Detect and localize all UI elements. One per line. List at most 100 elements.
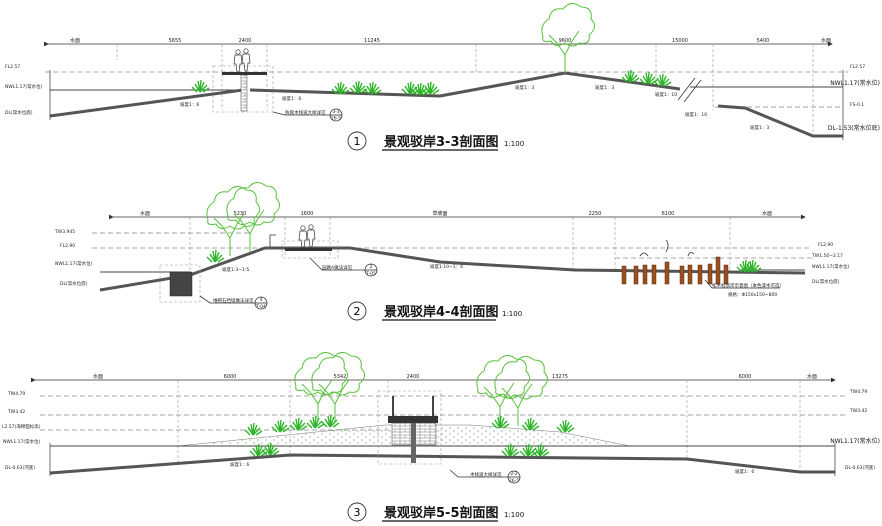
drawing-path bbox=[717, 104, 843, 138]
drawing-label: 2 bbox=[354, 305, 361, 318]
drawing-rect bbox=[285, 248, 332, 251]
drawing-label: 草坡面 bbox=[432, 210, 447, 217]
drawing-label: TW4.79 bbox=[849, 389, 867, 395]
drawing-rect bbox=[377, 390, 442, 465]
drawing-rect bbox=[697, 264, 703, 285]
drawing-label: 园路A做法详见 bbox=[322, 264, 353, 271]
drawing-path bbox=[309, 257, 365, 271]
drawing-label: 坡度1：10 bbox=[685, 111, 707, 118]
drawing-label: 5342 bbox=[334, 374, 347, 380]
drawing-symbol bbox=[521, 417, 540, 431]
drawing-rect bbox=[633, 265, 639, 285]
drawing-label: FS-0.1 bbox=[850, 102, 864, 108]
drawing-rect bbox=[212, 65, 274, 113]
drawing-path bbox=[392, 396, 434, 416]
drawing-label: 4 bbox=[260, 297, 263, 303]
drawing-path bbox=[199, 295, 255, 304]
detail-callout: 防腐木栈道大样详见 bbox=[285, 109, 326, 116]
drawing-symbol bbox=[206, 249, 225, 263]
drawing-label: 5655 bbox=[169, 38, 182, 44]
drawing-label: 26-5 bbox=[509, 478, 519, 484]
drawing-label: 坡度1:3~1:5 bbox=[222, 266, 249, 273]
drawing-label: FL2.90 bbox=[60, 243, 75, 249]
drawing-label: TW3.945 bbox=[54, 229, 75, 235]
drawing-group bbox=[116, 44, 814, 137]
boardwalk-pile bbox=[240, 74, 248, 112]
drawing-label: 坡度1:10~1：6 bbox=[430, 263, 463, 270]
drawing-symbol bbox=[476, 354, 531, 426]
drawing-label: 景观驳岸4-4剖面图 bbox=[384, 304, 499, 320]
drawing-label: 松木桩驳岸示意图（本色漆木可选） bbox=[712, 282, 784, 289]
drawing-label: 木栈道大样详见 bbox=[470, 471, 502, 478]
drawing-label: NWL1.17(常水位) bbox=[3, 438, 41, 445]
drawing-symbol bbox=[321, 414, 340, 428]
drawing-symbol bbox=[311, 351, 366, 423]
drawing-label: 规格：Φ150x150~800 bbox=[728, 291, 777, 298]
drawing-rect bbox=[723, 264, 729, 285]
right-levels: FL2.57 NWL1.17(常水位) FS-0.1 DL-1.53(常水位底) bbox=[828, 64, 880, 132]
drawing-circle bbox=[347, 301, 367, 321]
drawing-label: 坡度1：3 bbox=[750, 124, 769, 131]
drawing-rect bbox=[664, 261, 670, 285]
drawing-label: 水面 bbox=[762, 210, 772, 217]
drawing-label: 5400 bbox=[757, 38, 770, 44]
drawing-label: 水面 bbox=[821, 37, 831, 44]
drawing-label: 水面 bbox=[93, 373, 103, 380]
drawing-label: 3-3 bbox=[332, 109, 339, 115]
drawing-symbol bbox=[289, 417, 308, 431]
drawing-label: 11245 bbox=[364, 38, 380, 44]
drawing-label: 水面 bbox=[70, 37, 80, 44]
timber-piles bbox=[621, 239, 729, 285]
drawing-label: 6000 bbox=[739, 374, 752, 380]
drawing-symbol bbox=[244, 422, 263, 436]
drawing-label: NWL1.17(常水位) bbox=[830, 437, 880, 445]
drawing-label: DL-1.53(常水位底) bbox=[828, 124, 880, 132]
drawing-label: 5230 bbox=[234, 211, 247, 217]
drawing-label: 坡度1：3 bbox=[515, 84, 534, 91]
drawing-path bbox=[269, 234, 276, 247]
drawing-label: 2400 bbox=[407, 374, 420, 380]
drawing-label: 堆砌石挡墙做法详见 bbox=[213, 297, 254, 304]
drawing-symbol bbox=[271, 419, 290, 433]
drawing-symbol bbox=[241, 48, 251, 72]
drawing-label: 13275 bbox=[552, 374, 568, 380]
drawing-label: 6100 bbox=[662, 211, 675, 217]
drawing-label: DL-0.63(河底) bbox=[5, 464, 35, 471]
drawing-label: 15000 bbox=[672, 38, 688, 44]
drawing-path bbox=[449, 469, 508, 478]
drawing-label: 坡度1：6 bbox=[735, 468, 754, 475]
drawing-label: 水面 bbox=[140, 210, 150, 217]
drawing-rect bbox=[715, 256, 721, 285]
drawing-symbol bbox=[294, 351, 349, 423]
drawing-label: DL(常水位底) bbox=[812, 278, 840, 285]
drawing-symbol bbox=[306, 224, 316, 248]
drawing-path bbox=[49, 453, 835, 475]
drawing-symbol bbox=[363, 81, 382, 95]
drawing-label: T-04 bbox=[255, 304, 266, 310]
drawing-label: 坡度1：6 bbox=[282, 95, 301, 102]
drawing-label: 2-2 bbox=[510, 471, 517, 477]
section-title: 景观驳岸3-3剖面图 bbox=[384, 134, 499, 150]
ground-profile bbox=[49, 71, 681, 118]
drawing-rect bbox=[651, 264, 657, 285]
drawing-label: 1 bbox=[354, 135, 361, 148]
drawing-label: T-05 bbox=[365, 271, 376, 277]
drawing-label: 1:100 bbox=[502, 310, 522, 318]
drawing-symbol bbox=[191, 79, 210, 93]
drawing-symbol bbox=[491, 415, 510, 429]
drawing-group: TW4.79TW3.42L2.57(海绵面标高)NWL1.17(常水位)DL-0… bbox=[2, 391, 41, 471]
drawing-label: FL2.90 bbox=[818, 242, 833, 248]
drawing-rect bbox=[411, 423, 416, 463]
drawing-label: 9600 bbox=[559, 38, 572, 44]
drawing-label: DL-0.63(河底) bbox=[845, 464, 875, 471]
drawing-path bbox=[677, 77, 702, 103]
